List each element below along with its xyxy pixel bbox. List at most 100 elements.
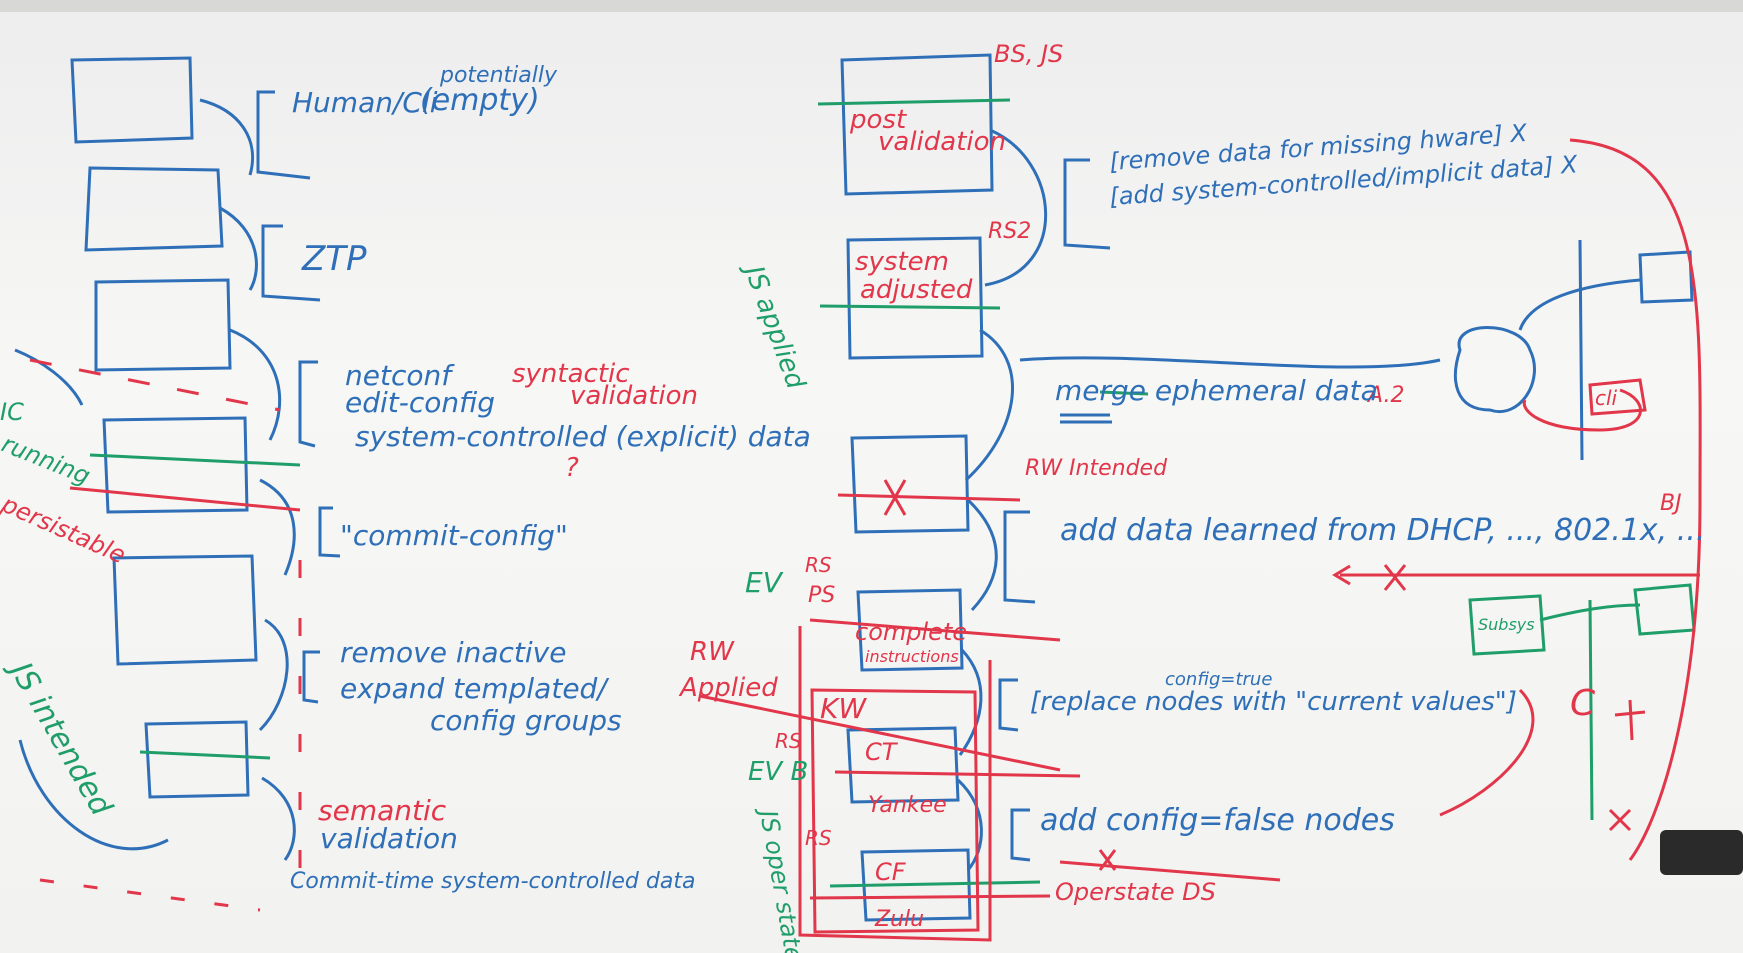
text-question: ? [565,453,579,483]
text-yankee: Yankee [868,793,947,818]
text-remove-inactive: remove inactive [340,636,566,669]
text-config-groups: config groups [430,704,622,737]
arrow-1 [199,98,255,176]
bracket-m1 [1063,158,1111,250]
box-commit [112,554,258,666]
box-small-1 [1638,250,1694,304]
box-complete [856,588,964,672]
text-cli: cli [1595,386,1618,410]
red-lines-left [29,358,302,912]
arrow-m5 [956,778,983,871]
ic-arrow [14,348,84,406]
bracket-m4 [1010,808,1031,862]
text-running: running [0,430,94,491]
box-small-green [1633,583,1696,636]
box-ct [846,726,960,804]
red-line-oper [809,894,1051,900]
text-ztp: ZTP [301,239,367,279]
text-rs-2: RS [775,729,802,753]
box-netconf [94,278,232,372]
red-line-b [834,770,1081,778]
text-post-validation: validation [878,127,1006,157]
text-ct: CT [865,738,899,766]
left-boxes [14,56,341,861]
text-rs-1: RS [805,553,832,577]
box-system-adjusted [846,236,984,360]
arrow-small-1 [1518,278,1641,331]
green-link [1539,603,1641,622]
text-system: system [855,247,949,277]
red-loop-right [1569,138,1702,861]
box-human [70,56,194,144]
green-line-1 [89,453,301,467]
text-add-learned: add data learned from DHCP, ..., 802.1x,… [1060,513,1705,548]
bracket-2 [261,224,321,302]
bracket-3 [298,360,318,448]
vertical-line [1578,239,1584,461]
red-line-m1 [837,493,1021,502]
arrow-merge [1019,356,1441,369]
text-expand-templated: expand templated/ [340,672,609,705]
text-complete: complete [855,618,967,646]
arrow-3 [229,328,282,441]
text-js-intended: JS intended [1,652,120,822]
text-rw: RW [690,637,735,667]
text-rw-intended: RW Intended [1025,456,1168,481]
text-netconf: netconf [345,359,455,392]
db-cylinder [1453,326,1536,414]
text-operstate-ds: Operstate DS [1055,878,1216,906]
red-line-applied [699,694,1061,772]
arrow-5 [258,618,289,732]
green-line-2 [139,750,271,760]
text-post: post [849,105,907,135]
box-post-validation [840,53,994,196]
red-arrow-config-false [1439,688,1535,817]
text-add-config-false: add config=false nodes [1040,803,1395,838]
text-cf: CF [875,858,907,886]
text-human-cli: Human/Cli [292,86,438,119]
green-line-m3 [829,880,1041,888]
x-mark-1 [883,479,907,516]
red-arrowhead-1 [1332,564,1351,586]
green-vertical [1588,599,1594,821]
text-ic: IC [0,398,24,426]
text-ev-b: EV B [748,757,808,787]
arrow-m3 [966,498,998,612]
text-syntactic-validation: validation [570,381,698,411]
text-semantic: semantic [318,794,447,827]
bracket-m3 [998,678,1019,732]
text-system-controlled: system-controlled (explicit) data [355,420,811,453]
red-frame-outer [798,626,992,942]
box-rw-intended [850,434,970,534]
text-validation: validation [320,822,458,855]
text-commit-config: "commit-config" [340,519,568,552]
bracket-m2 [1003,510,1036,604]
text-edit-config: edit-config [345,386,495,419]
plus-mark [1614,699,1646,741]
green-line-m1 [817,98,1011,106]
text-merge-ephemeral: merge ephemeral data [1055,374,1378,407]
middle-green-text: JS applied EV EV B Subsys JS oper state [737,257,1535,953]
box-ztp [84,166,224,252]
text-syntactic: syntactic [512,359,630,389]
text-ev-1: EV [745,566,784,599]
text-subsys: Subsys [1478,615,1535,634]
text-commit-time: Commit-time system-controlled data [290,869,695,894]
red-lines-middle [699,138,1702,942]
text-js-applied: JS applied [737,257,811,393]
red-frame-kw [810,688,980,934]
x-mark-4 [1608,808,1632,832]
red-dashed-1 [29,358,281,412]
text-kw: KW [820,692,867,725]
arrow-m4 [958,648,983,756]
text-zulu: Zulu [874,907,924,932]
green-lines-middle [817,98,1696,888]
text-bs-js: BS, JS [994,40,1063,68]
arrow-4 [259,478,296,576]
text-ps: PS [808,583,835,608]
green-under [1099,390,1149,396]
text-a2: A.2 [1366,383,1404,408]
text-instructions: instructions [865,647,959,666]
arrow-6 [261,776,296,861]
